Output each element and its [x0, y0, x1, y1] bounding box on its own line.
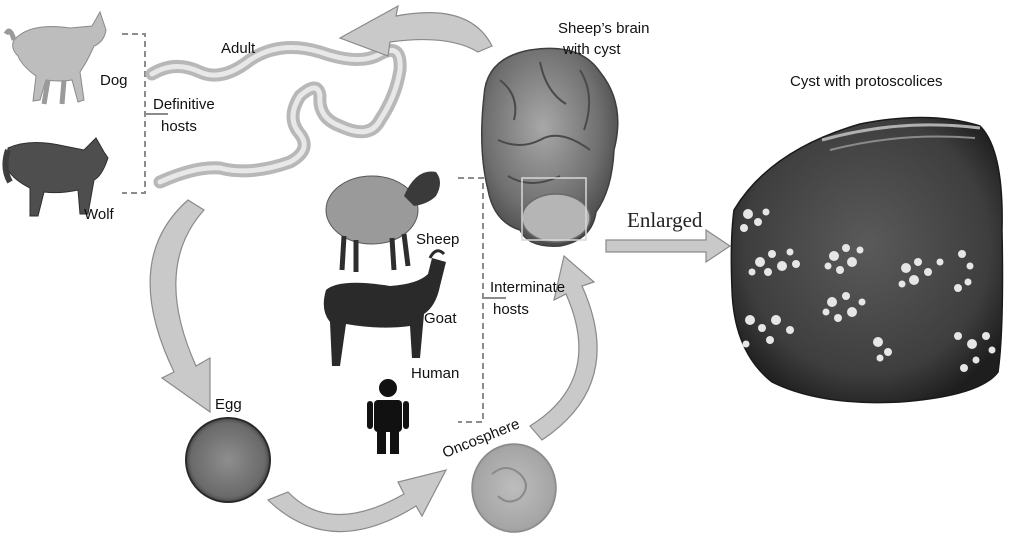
- sheep-brain-label-line1: Sheep’s brain: [558, 20, 649, 37]
- arrow-enlarged: [606, 230, 730, 262]
- dog-image: [6, 12, 106, 104]
- definitive-bracket: [122, 34, 145, 193]
- cyst-dish-image: [731, 117, 1002, 402]
- human-label: Human: [411, 365, 459, 382]
- arrow-egg-to-oncosphere: [268, 470, 446, 532]
- enlarged-label: Enlarged: [627, 212, 702, 229]
- human-icon: [367, 379, 409, 454]
- egg-image: [186, 418, 270, 502]
- definitive-hosts-label-line1: Definitive: [153, 96, 215, 113]
- egg-label: Egg: [215, 396, 242, 413]
- arrow-brain-to-adult: [340, 6, 492, 56]
- arrow-adult-to-egg: [150, 200, 210, 412]
- wolf-label: Wolf: [84, 206, 114, 223]
- definitive-hosts-label-line2: hosts: [161, 118, 197, 135]
- cyst-title-label: Cyst with protoscolices: [790, 73, 943, 90]
- intermediate-hosts-label-line2: hosts: [493, 301, 529, 318]
- intermediate-bracket: [458, 178, 483, 422]
- adult-label: Adult: [221, 40, 255, 57]
- sheep-label: Sheep: [416, 231, 459, 248]
- sheep-image: [326, 172, 440, 273]
- dog-label: Dog: [100, 72, 128, 89]
- sheep-brain-label-line2: with cyst: [563, 41, 621, 58]
- wolf-image: [5, 138, 108, 216]
- goat-label: Goat: [424, 310, 457, 327]
- oncosphere-image: [472, 444, 556, 532]
- sheep-brain-image: [482, 48, 618, 246]
- intermediate-hosts-label-line1: Interminate: [490, 279, 565, 296]
